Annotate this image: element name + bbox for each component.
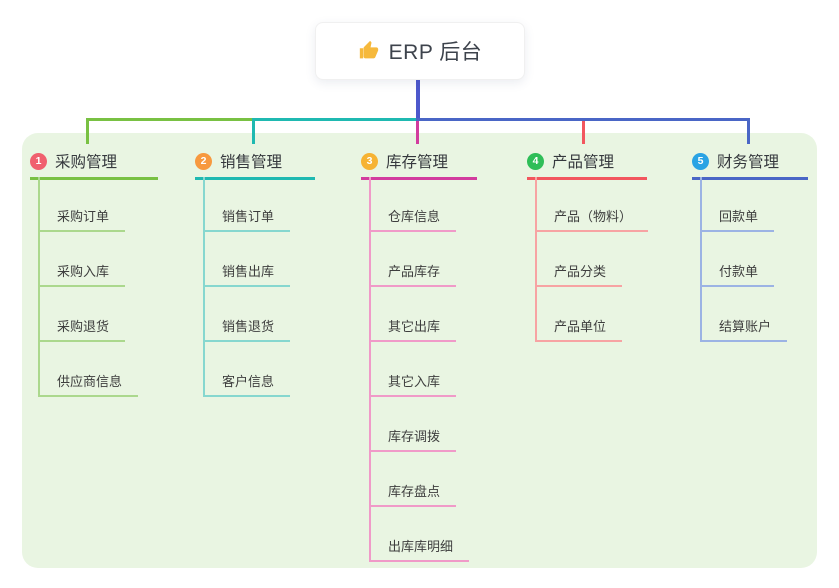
child-node[interactable]: 供应商信息 [38,371,139,397]
child-node[interactable]: 其它入库 [369,371,457,397]
child-node[interactable]: 仓库信息 [369,206,457,232]
branch-topic-label: 采购管理 [55,154,118,171]
branch-topic-2[interactable]: 2 销售管理 [195,148,315,180]
branch-topic-5[interactable]: 5 财务管理 [692,148,808,180]
child-node[interactable]: 产品库存 [369,261,457,287]
child-node[interactable]: 客户信息 [203,371,291,397]
branch-topic-label: 销售管理 [220,154,283,171]
child-node[interactable]: 其它出库 [369,316,457,342]
thumbs-up-icon [358,40,380,62]
child-node[interactable]: 库存调拨 [369,426,457,452]
root-connector-line [415,78,420,118]
branch-drop-line-2 [252,118,255,144]
child-node[interactable]: 产品单位 [535,316,623,342]
branch-spine-line-4 [535,177,537,342]
branch-number-badge: 5 [692,152,709,170]
child-node[interactable]: 出库库明细 [369,536,470,562]
branch-spine-line-5 [700,177,702,342]
branch-topic-4[interactable]: 4 产品管理 [527,148,647,180]
branch-number-badge: 1 [30,152,47,170]
child-node[interactable]: 销售退货 [203,316,291,342]
branches-panel [22,133,817,568]
child-node[interactable]: 付款单 [700,261,775,287]
root-node[interactable]: ERP 后台 [315,22,525,80]
branch-drop-line-5 [747,118,750,144]
branch-number-badge: 4 [527,152,544,170]
child-node[interactable]: 回款单 [700,206,775,232]
branch-spine-line-2 [203,177,205,397]
child-node[interactable]: 采购订单 [38,206,126,232]
branch-drop-line-3 [416,121,419,144]
child-node[interactable]: 销售订单 [203,206,291,232]
child-node[interactable]: 库存盘点 [369,481,457,507]
branch-spine-line-1 [38,177,40,397]
bus-segment-1 [86,118,252,121]
branch-topic-label: 库存管理 [386,154,449,171]
child-node[interactable]: 产品分类 [535,261,623,287]
child-node[interactable]: 销售出库 [203,261,291,287]
child-node[interactable]: 结算账户 [700,316,788,342]
bus-segment-3 [416,118,750,121]
root-label: ERP 后台 [388,41,483,64]
branch-number-badge: 2 [195,152,212,170]
branch-drop-line-4 [582,121,585,144]
bus-segment-2 [252,118,418,121]
branch-topic-label: 财务管理 [717,154,780,171]
branch-spine-line-3 [369,177,371,562]
child-node[interactable]: 采购退货 [38,316,126,342]
branch-number-badge: 3 [361,152,378,170]
child-node[interactable]: 产品（物料） [535,206,649,232]
branch-topic-label: 产品管理 [552,154,615,171]
branch-topic-3[interactable]: 3 库存管理 [361,148,477,180]
child-node[interactable]: 采购入库 [38,261,126,287]
branch-topic-1[interactable]: 1 采购管理 [30,148,158,180]
branch-drop-line-1 [86,118,89,144]
